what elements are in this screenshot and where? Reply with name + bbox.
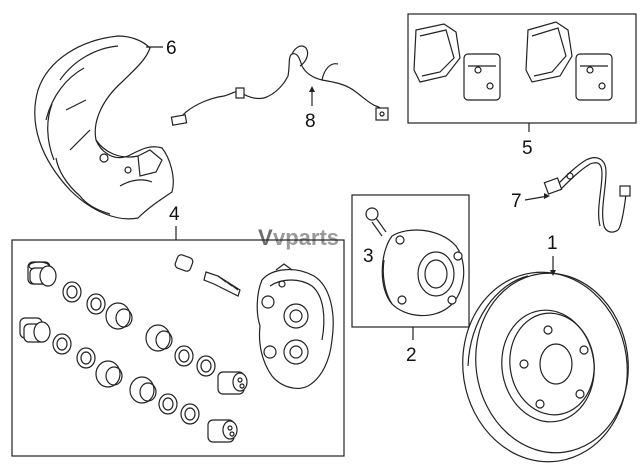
svg-text:5: 5: [522, 138, 533, 159]
vparts-watermark: V vparts: [258, 225, 339, 250]
callout-1: 1: [547, 233, 558, 276]
callout-7: 7: [511, 191, 550, 212]
caliper-kit-box: [11, 239, 345, 457]
brake-hose-part[interactable]: [543, 157, 631, 233]
hub-bolt-part[interactable]: [365, 207, 387, 237]
callout-6: 6: [146, 38, 177, 59]
svg-text:8: 8: [305, 111, 316, 132]
svg-text:3: 3: [363, 246, 374, 267]
brake-pads-part[interactable]: [413, 21, 613, 101]
dust-shield-part[interactable]: [34, 35, 174, 220]
callout-8: 8: [305, 86, 316, 132]
svg-text:vparts: vparts: [273, 225, 339, 250]
hub-bearing-part[interactable]: [381, 229, 465, 317]
svg-text:6: 6: [166, 38, 177, 59]
svg-text:4: 4: [169, 204, 180, 225]
callout-4: 4: [169, 204, 180, 240]
svg-text:1: 1: [547, 233, 558, 254]
callout-5: 5: [522, 123, 533, 159]
abs-sensor-wire-part[interactable]: [170, 45, 389, 126]
callout-3: 3: [363, 246, 374, 267]
svg-text:7: 7: [511, 191, 522, 212]
caliper-piston-kit-part[interactable]: [19, 317, 238, 443]
caliper-seal-kit-part[interactable]: [27, 261, 248, 395]
callout-2: 2: [406, 327, 417, 366]
svg-text:V: V: [258, 225, 273, 250]
svg-text:2: 2: [406, 345, 417, 366]
brake-rotor-part[interactable]: [451, 262, 640, 471]
brake-pads-box: [407, 13, 637, 124]
caliper-body-part[interactable]: [256, 263, 334, 389]
caliper-pin-part[interactable]: [174, 254, 241, 297]
hub-assembly-box: [351, 194, 470, 328]
